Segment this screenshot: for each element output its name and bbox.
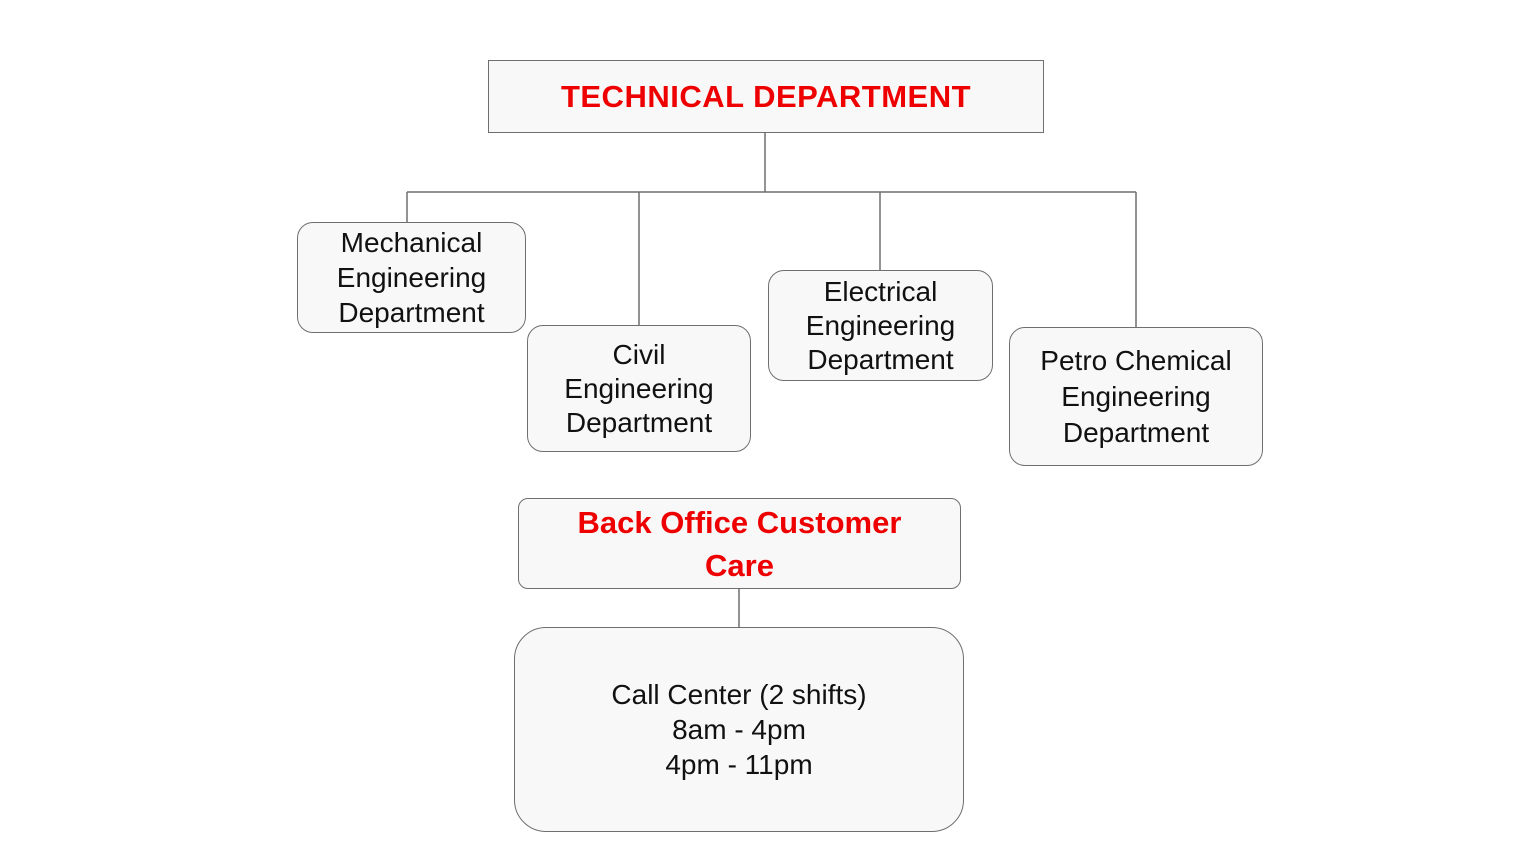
electrical-line-3: Department [807, 343, 954, 375]
civil-engineering-box: Civil Engineering Department [527, 325, 751, 452]
mechanical-line-2: Engineering [336, 262, 487, 293]
mechanical-line-1: Mechanical [340, 227, 483, 258]
back-office-line-1: Back Office Customer [577, 504, 902, 540]
civil-line-2: Engineering [564, 372, 714, 404]
call-center-line-2: 8am - 4pm [672, 714, 806, 745]
call-center-box: Call Center (2 shifts) 8am - 4pm 4pm - 1… [514, 627, 964, 832]
back-office-line-2: Care [705, 547, 774, 583]
mechanical-engineering-box: Mechanical Engineering Department [297, 222, 526, 333]
call-center-line-3: 4pm - 11pm [665, 749, 813, 780]
petro-line-1: Petro Chemical [1040, 344, 1232, 376]
civil-line-1: Civil [612, 338, 666, 370]
petro-line-3: Department [1062, 416, 1210, 448]
electrical-engineering-box: Electrical Engineering Department [768, 270, 993, 381]
civil-line-3: Department [565, 406, 713, 438]
technical-department-title: TECHNICAL DEPARTMENT [560, 78, 972, 114]
technical-department-box: TECHNICAL DEPARTMENT [488, 60, 1044, 133]
back-office-customer-care-box: Back Office Customer Care [518, 498, 961, 589]
petro-chemical-engineering-box: Petro Chemical Engineering Department [1009, 327, 1263, 466]
mechanical-line-3: Department [338, 297, 485, 328]
petro-line-2: Engineering [1061, 380, 1211, 412]
call-center-line-1: Call Center (2 shifts) [611, 679, 867, 710]
electrical-line-2: Engineering [805, 309, 956, 341]
electrical-line-1: Electrical [823, 275, 938, 307]
